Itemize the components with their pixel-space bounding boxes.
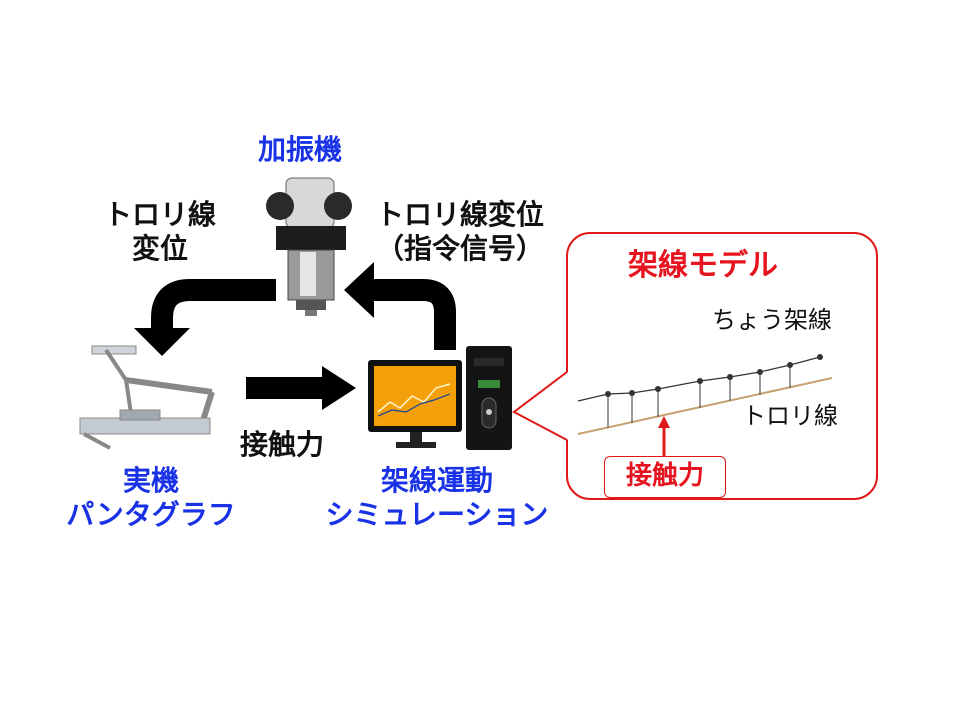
model-contact-force-box: 接触力: [604, 456, 726, 498]
pc-tower-image: [466, 346, 512, 450]
callout-pointer: [514, 372, 568, 440]
trolley-displacement-line2: 変位: [131, 231, 188, 265]
shaker-label: 加振機: [257, 133, 342, 166]
command-signal-line2: （指令信号）: [375, 231, 544, 265]
command-signal-label: トロリ線変位 （指令信号）: [352, 198, 568, 265]
pantograph-line1: 実機: [122, 464, 179, 497]
command-signal-line1: トロリ線変位: [375, 198, 544, 231]
arrow-simulator-to-shaker: [344, 262, 456, 350]
simulation-label: 架線運動 シミュレーション: [306, 464, 568, 531]
trolley-displacement-line1: トロリ線: [103, 198, 216, 231]
contact-force-arrow: [658, 416, 670, 456]
model-contact-force-label: 接触力: [625, 461, 704, 492]
shaker-machine-image: [266, 177, 352, 316]
simulation-line1: 架線運動: [380, 464, 493, 497]
arrow-shaker-to-pantograph: [134, 279, 276, 356]
trolley-displacement-label: トロリ線 変位: [92, 198, 228, 265]
monitor-image: [368, 360, 462, 448]
contact-force-label: 接触力: [240, 428, 325, 461]
pantograph-label: 実機 パンタグラフ: [46, 464, 256, 531]
catenary-model-drawing: [577, 354, 833, 456]
catenary-model-callout: [566, 232, 878, 500]
trolley-wire-label: トロリ線: [742, 402, 838, 430]
pantograph-line2: パンタグラフ: [66, 497, 236, 531]
callout-pointer-outline: [512, 371, 568, 441]
arrow-pantograph-to-simulator: [246, 366, 356, 410]
pantograph-image: [79, 345, 215, 450]
messenger-wire-label: ちょう架線: [712, 306, 832, 334]
catenary-model-title: 架線モデル: [628, 248, 778, 283]
simulation-line2: シミュレーション: [325, 497, 549, 531]
